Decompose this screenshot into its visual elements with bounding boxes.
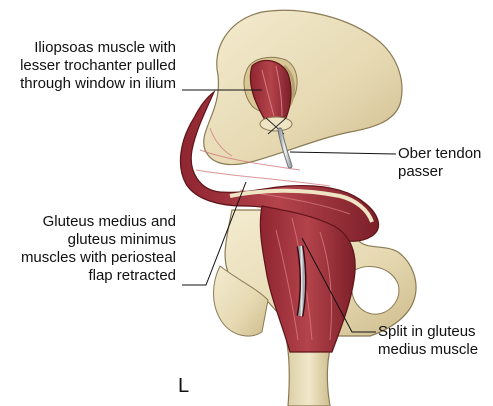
label-line: Split in gluteus: [378, 323, 476, 340]
side-marker: L: [178, 375, 190, 397]
label-line: flap retracted: [88, 267, 176, 284]
label-line: through window in ilium: [20, 75, 176, 92]
label-ober-tendon-passer: Ober tendon passer: [398, 145, 481, 181]
ilium-bone: [203, 9, 403, 166]
label-line: lesser trochanter pulled: [20, 57, 176, 74]
label-gluteus-muscles: Gluteus medius and gluteus minimus muscl…: [0, 213, 176, 285]
leader-ober: [289, 151, 397, 155]
label-line: gluteus minimus: [67, 231, 176, 248]
gluteus-muscle-flap: [179, 90, 380, 242]
leader-gluteus: [182, 181, 247, 286]
label-line: muscles with periosteal: [20, 249, 176, 266]
ober-tendon-passer: [277, 127, 293, 169]
label-line: Iliopsoas muscle with: [34, 39, 176, 56]
iliopsoas-muscle: [249, 59, 293, 135]
label-line: Gluteus medius and: [42, 213, 176, 230]
label-line: passer: [398, 163, 444, 180]
leader-split: [301, 237, 376, 333]
label-split-gluteus-medius: Split in gluteus medius muscle: [378, 323, 478, 359]
leader-lines: [182, 89, 397, 333]
label-line: medius muscle: [378, 341, 479, 358]
label-iliopsoas-muscle: Iliopsoas muscle with lesser trochanter …: [0, 39, 176, 93]
label-line: Ober tendon: [398, 145, 482, 162]
gluteus-medius-over-femur: [259, 205, 356, 353]
